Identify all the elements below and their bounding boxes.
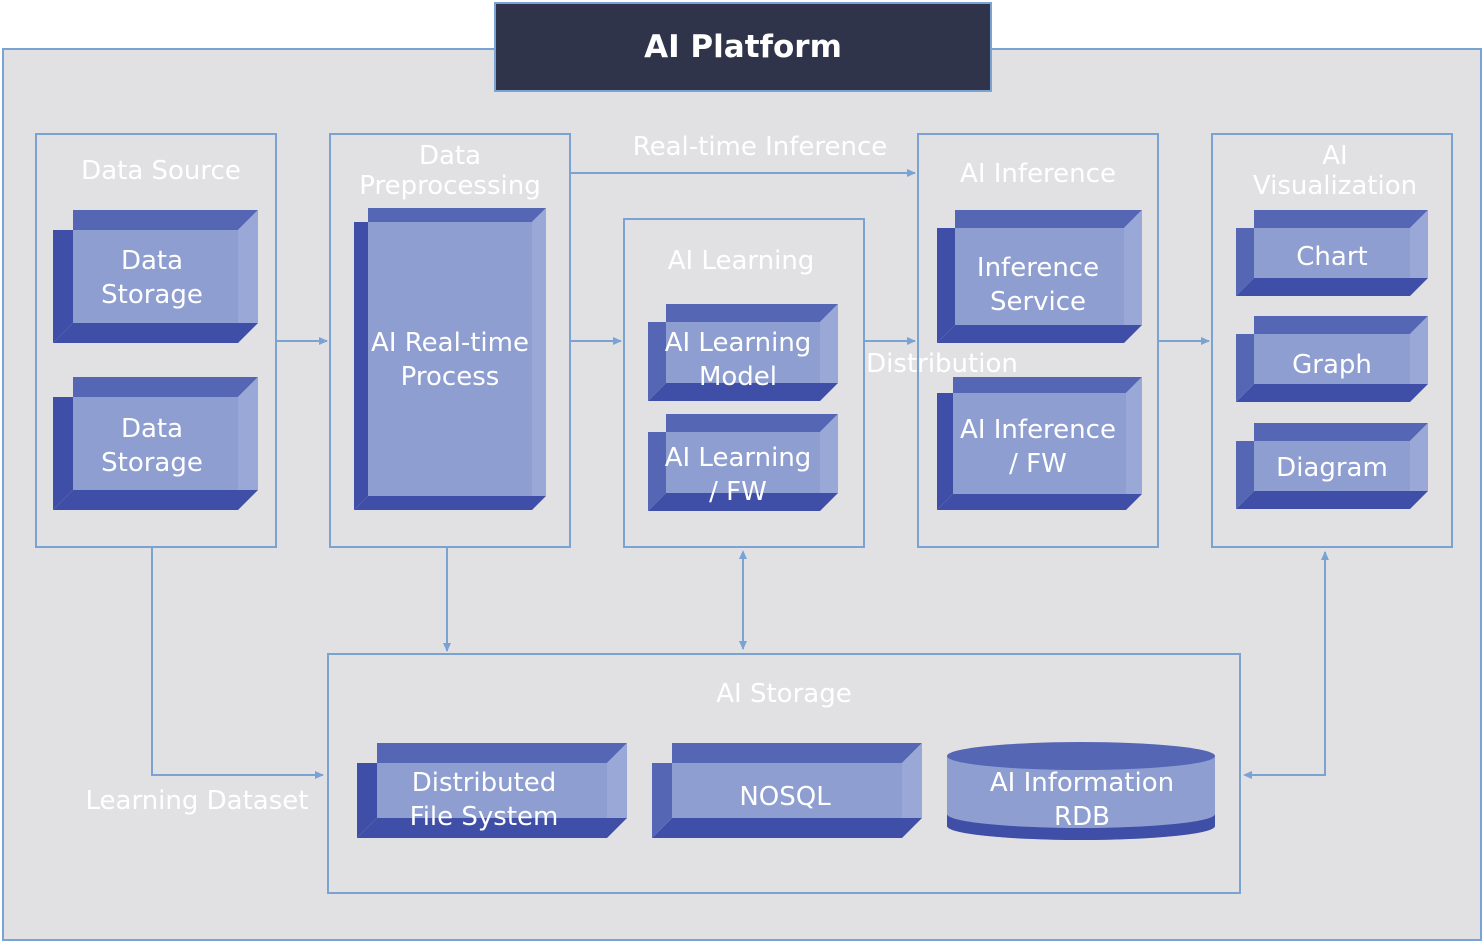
shape-data-storage-2-right [238,377,258,490]
block-ai-information-rdb: AI Information RDB [989,768,1175,832]
shape-ai-learning-fw-top [666,414,838,432]
shape-inference-service-right [1124,210,1142,325]
shape-inference-service-left [937,228,955,343]
shape-distributed-fs-bottom [357,818,627,838]
shape-ai-inference-fw-top [953,377,1142,393]
label-distribution: Distribution [866,349,1018,379]
shape-chart-right [1410,210,1428,278]
shape-ai-learning-fw-right [820,414,838,493]
shape-ai-learning-model-left [648,322,666,401]
shape-data-storage-1-bottom [53,323,258,343]
group-data-preprocessing [329,133,571,548]
shape-diagram-left [1236,441,1254,509]
arrow-learning-dataset [151,548,324,779]
label-ai-visualization: AI Visualization [1252,141,1418,201]
shape-ai-learning-model-right [820,304,838,383]
label-data-source: Data Source [81,156,241,186]
shape-chart-top [1254,210,1428,228]
shape-chart-bottom [1236,278,1428,296]
shape-rdb-base [947,814,1215,840]
shape-graph-top [1254,316,1428,334]
shape-ai-realtime-process-left [354,222,368,510]
shape-ai-realtime-process-right [532,208,546,496]
group-ai-inference [917,133,1159,548]
block-ai-learning-model: AI Learning Model [664,328,812,392]
shape-nosql-right [902,743,922,818]
shape-data-storage-2-front [73,397,238,490]
block-ai-learning-fw: AI Learning / FW [664,443,812,507]
shape-inference-service-front [955,228,1124,325]
shape-diagram-bottom [1236,491,1428,509]
shape-data-storage-1-left [53,230,73,343]
group-ai-storage [327,653,1241,894]
group-data-source [35,133,277,548]
label-ai-learning: AI Learning [667,246,815,276]
shape-ai-realtime-process-bottom [354,496,546,510]
shape-ai-learning-fw-bottom [648,493,838,511]
block-chart: Chart [1296,242,1368,272]
shape-inference-service-top [955,210,1142,228]
shape-ai-realtime-process-top [368,208,546,222]
shape-data-storage-2-left [53,397,73,510]
block-data-storage-1: Data Storage [101,246,203,310]
block-data-storage-2: Data Storage [101,414,203,478]
label-ai-storage: AI Storage [716,679,852,709]
shape-diagram-top [1254,423,1428,441]
shape-data-storage-1-top [73,210,258,230]
shape-data-storage-1-front [73,230,238,323]
shape-nosql-bottom [652,818,922,838]
block-nosql: NOSQL [739,782,831,812]
shape-ai-learning-model-front [666,322,820,383]
shape-nosql-top [672,743,922,763]
block-inference-service: Inference Service [976,253,1100,317]
block-diagram: Diagram [1276,453,1388,483]
label-learning-dataset: Learning Dataset [85,786,309,816]
shape-distributed-fs-front [377,763,607,818]
shape-diagram-front [1254,441,1410,491]
shape-nosql-left [652,763,672,838]
shape-chart-left [1236,228,1254,296]
shape-distributed-fs-left [357,763,377,838]
shape-ai-learning-fw-left [648,432,666,511]
shape-ai-inference-fw-right [1126,377,1142,494]
shape-nosql-front [672,763,902,818]
shape-ai-learning-fw-front [666,432,820,493]
label-realtime-inference: Real-time Inference [632,132,888,162]
shape-ai-inference-fw-front [953,393,1126,494]
shape-data-storage-2-bottom [53,490,258,510]
shape-distributed-fs-top [377,743,627,763]
shape-rdb-top [947,742,1215,770]
label-data-preprocessing: Data Preprocessing [359,141,541,201]
block-graph: Graph [1292,350,1372,380]
shape-graph-right [1410,316,1428,384]
shape-ai-inference-fw-left [937,393,953,510]
arrow-storage-visualization [1243,551,1329,779]
label-ai-inference: AI Inference [960,159,1116,189]
shape-rdb-body [947,756,1215,840]
shape-diagram-right [1410,423,1428,491]
shape-data-storage-2-top [73,377,258,397]
shape-ai-realtime-process-front [368,222,532,496]
shape-ai-inference-fw-bottom [937,494,1142,510]
shape-graph-left [1236,334,1254,402]
shape-ai-learning-model-top [666,304,838,322]
shape-ai-learning-model-bottom [648,383,838,401]
platform-title: AI Platform [494,2,992,92]
block-distributed-fs: Distributed File System [409,768,559,832]
shape-distributed-fs-right [607,743,627,818]
block-ai-inference-fw: AI Inference / FW [960,415,1116,479]
block-ai-realtime-process: AI Real-time Process [371,328,529,392]
shape-graph-bottom [1236,384,1428,402]
group-ai-learning [623,218,865,548]
shape-chart-front [1254,228,1410,278]
shape-graph-front [1254,334,1410,384]
shape-inference-service-bottom [937,325,1142,343]
shape-data-storage-1-right [238,210,258,323]
group-ai-visualization [1211,133,1453,548]
